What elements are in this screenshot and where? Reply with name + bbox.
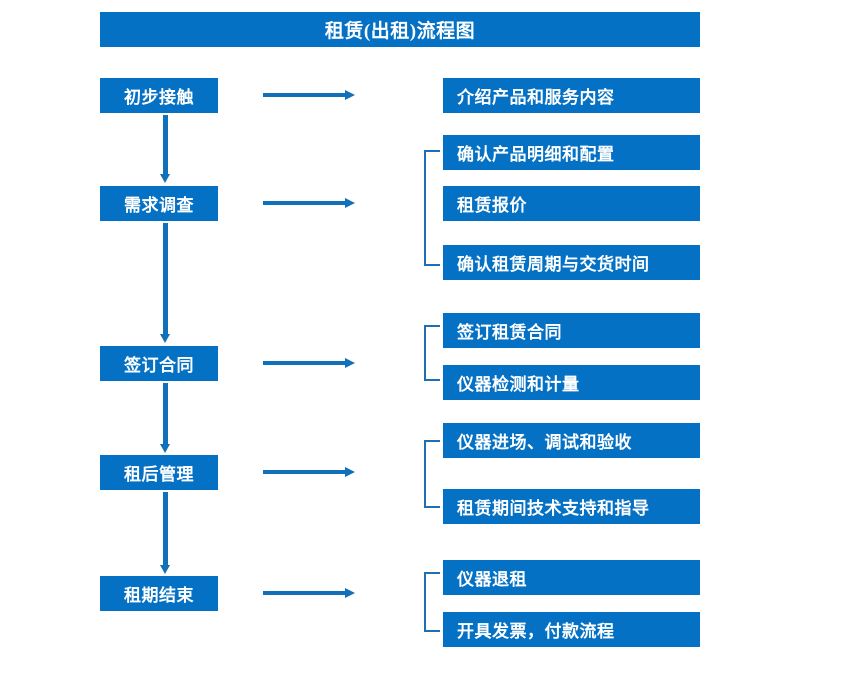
arrow-shaft [163, 383, 168, 444]
detail-box-instrument-return[interactable]: 仪器退租 [443, 560, 700, 595]
bracket-group-requirement-survey [424, 150, 440, 266]
vertical-arrow-stage1-to-stage2 [160, 115, 170, 183]
arrow-head-right-icon [345, 588, 355, 598]
vertical-arrow-stage3-to-stage4 [160, 383, 170, 453]
arrow-shaft [263, 361, 346, 365]
arrow-shaft [163, 115, 168, 174]
vertical-arrow-stage2-to-stage3 [160, 223, 170, 343]
detail-box-instrument-entry-commissioning[interactable]: 仪器进场、调试和验收 [443, 423, 700, 458]
detail-box-confirm-rental-period[interactable]: 确认租赁周期与交货时间 [443, 245, 700, 280]
arrow-shaft [163, 492, 168, 565]
detail-box-confirm-product-details[interactable]: 确认产品明细和配置 [443, 135, 700, 170]
detail-box-sign-rental-contract[interactable]: 签订租赁合同 [443, 313, 700, 348]
horizontal-arrow-stage2 [263, 198, 355, 208]
stage-box-rental-end[interactable]: 租期结束 [100, 576, 218, 611]
horizontal-arrow-stage1 [263, 90, 355, 100]
bracket-group-post-rental-management [424, 440, 440, 508]
arrow-head-right-icon [345, 198, 355, 208]
detail-box-introduce-products[interactable]: 介绍产品和服务内容 [443, 78, 700, 113]
detail-box-invoice-payment[interactable]: 开具发票，付款流程 [443, 612, 700, 647]
arrow-head-down-icon [160, 444, 170, 453]
stage-box-initial-contact[interactable]: 初步接触 [100, 78, 218, 113]
arrow-head-down-icon [160, 334, 170, 343]
stage-box-sign-contract[interactable]: 签订合同 [100, 346, 218, 381]
arrow-head-right-icon [345, 90, 355, 100]
arrow-shaft [263, 93, 346, 97]
stage-box-post-rental-management[interactable]: 租后管理 [100, 455, 218, 490]
detail-box-instrument-inspection[interactable]: 仪器检测和计量 [443, 365, 700, 400]
horizontal-arrow-stage3 [263, 358, 355, 368]
arrow-head-right-icon [345, 358, 355, 368]
detail-box-technical-support[interactable]: 租赁期间技术支持和指导 [443, 489, 700, 524]
stage-box-requirement-survey[interactable]: 需求调查 [100, 186, 218, 221]
arrow-head-right-icon [345, 467, 355, 477]
vertical-arrow-stage4-to-stage5 [160, 492, 170, 574]
arrow-head-down-icon [160, 174, 170, 183]
arrow-shaft [263, 591, 346, 595]
horizontal-arrow-stage4 [263, 467, 355, 477]
horizontal-arrow-stage5 [263, 588, 355, 598]
arrow-shaft [163, 223, 168, 334]
detail-box-rental-quotation[interactable]: 租赁报价 [443, 186, 700, 221]
bracket-group-sign-contract [424, 325, 440, 381]
arrow-shaft [263, 470, 346, 474]
diagram-title: 租赁(出租)流程图 [100, 12, 700, 47]
arrow-head-down-icon [160, 565, 170, 574]
arrow-shaft [263, 201, 346, 205]
bracket-group-rental-end [424, 572, 440, 632]
